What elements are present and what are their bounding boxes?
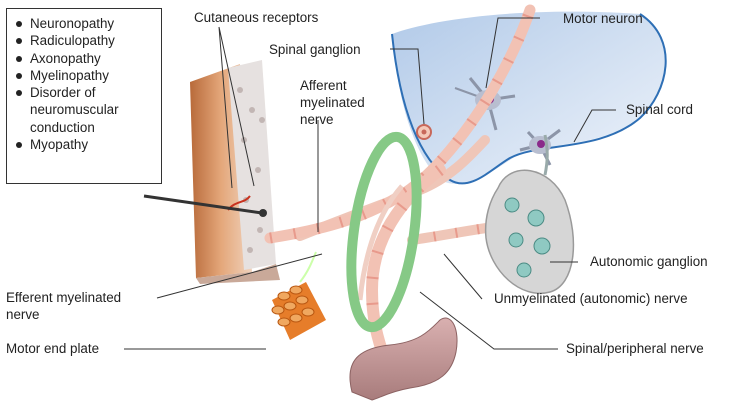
spinal-cord [392, 12, 666, 184]
legend-item: Myopathy [13, 136, 157, 153]
label-spinal-cord: Spinal cord [626, 101, 693, 118]
legend-item-text: Axonopathy [30, 51, 101, 66]
label-efferent-line2: nerve [6, 306, 40, 323]
bullet-icon [16, 142, 22, 148]
bullet-icon [16, 56, 22, 62]
bullet-icon [16, 90, 22, 96]
bullet-icon [16, 21, 22, 27]
label-afferent-line1: Afferent [300, 77, 347, 94]
label-unmyelinated-nerve: Unmyelinated (autonomic) nerve [494, 290, 688, 307]
legend-item: Disorder of neuromuscular conduction [13, 84, 156, 136]
legend-item: Neuronopathy [13, 15, 157, 32]
label-afferent-line3: nerve [300, 111, 334, 128]
label-motor-neuron: Motor neuron [563, 10, 643, 27]
label-cutaneous-receptors: Cutaneous receptors [194, 9, 318, 26]
legend-item-text: Neuronopathy [30, 16, 114, 31]
neuropathy-legend: Neuronopathy Radiculopathy Axonopathy My… [6, 8, 162, 184]
legend-item: Radiculopathy [13, 32, 157, 49]
bullet-icon [16, 73, 22, 79]
legend-item-text: Myelinopathy [30, 68, 109, 83]
legend-item: Axonopathy [13, 50, 157, 67]
spinal-ganglion [417, 125, 431, 139]
legend-item: Myelinopathy [13, 67, 157, 84]
label-autonomic-ganglion: Autonomic ganglion [590, 253, 708, 270]
label-afferent-line2: myelinated [300, 94, 365, 111]
legend-item-text: Myopathy [30, 137, 88, 152]
label-motor-end-plate: Motor end plate [6, 340, 99, 357]
label-spinal-ganglion: Spinal ganglion [269, 41, 361, 58]
bullet-icon [16, 38, 22, 44]
label-efferent-line1: Efferent myelinated [6, 289, 121, 306]
skin-section [190, 60, 280, 284]
legend-item-text: Disorder of neuromuscular conduction [30, 85, 119, 135]
label-spinal-peripheral-nerve: Spinal/peripheral nerve [566, 340, 704, 357]
legend-item-text: Radiculopathy [30, 33, 115, 48]
